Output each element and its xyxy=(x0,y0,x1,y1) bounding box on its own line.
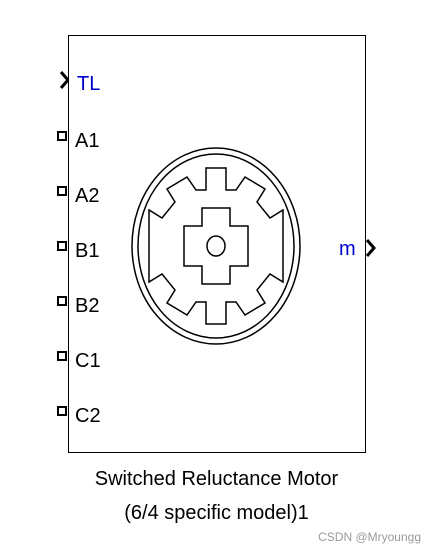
port-label-m: m xyxy=(339,238,356,260)
watermark: CSDN @Mryoungg xyxy=(318,530,421,544)
port-label-a2: A2 xyxy=(75,185,100,207)
port-marker-c1[interactable] xyxy=(57,351,67,361)
motor-cross-section-icon xyxy=(131,147,301,345)
port-label-c2: C2 xyxy=(75,405,101,427)
port-marker-b2[interactable] xyxy=(57,296,67,306)
port-marker-a2[interactable] xyxy=(57,186,67,196)
port-label-c1: C1 xyxy=(75,350,101,372)
port-marker-c2[interactable] xyxy=(57,406,67,416)
port-label-b2: B2 xyxy=(75,295,100,317)
block-caption-line1: Switched Reluctance Motor xyxy=(94,468,339,490)
port-label-b1: B1 xyxy=(75,240,100,262)
port-marker-a1[interactable] xyxy=(57,131,67,141)
port-label-a1: A1 xyxy=(75,130,100,152)
block-caption-line2: (6/4 specific model)1 xyxy=(124,502,309,524)
m-output-arrow-icon[interactable] xyxy=(365,238,377,258)
port-label-tl: TL xyxy=(77,73,101,95)
srm-block[interactable]: TL A1 A2 B1 B2 C1 C2 m xyxy=(68,35,366,453)
port-marker-b1[interactable] xyxy=(57,241,67,251)
